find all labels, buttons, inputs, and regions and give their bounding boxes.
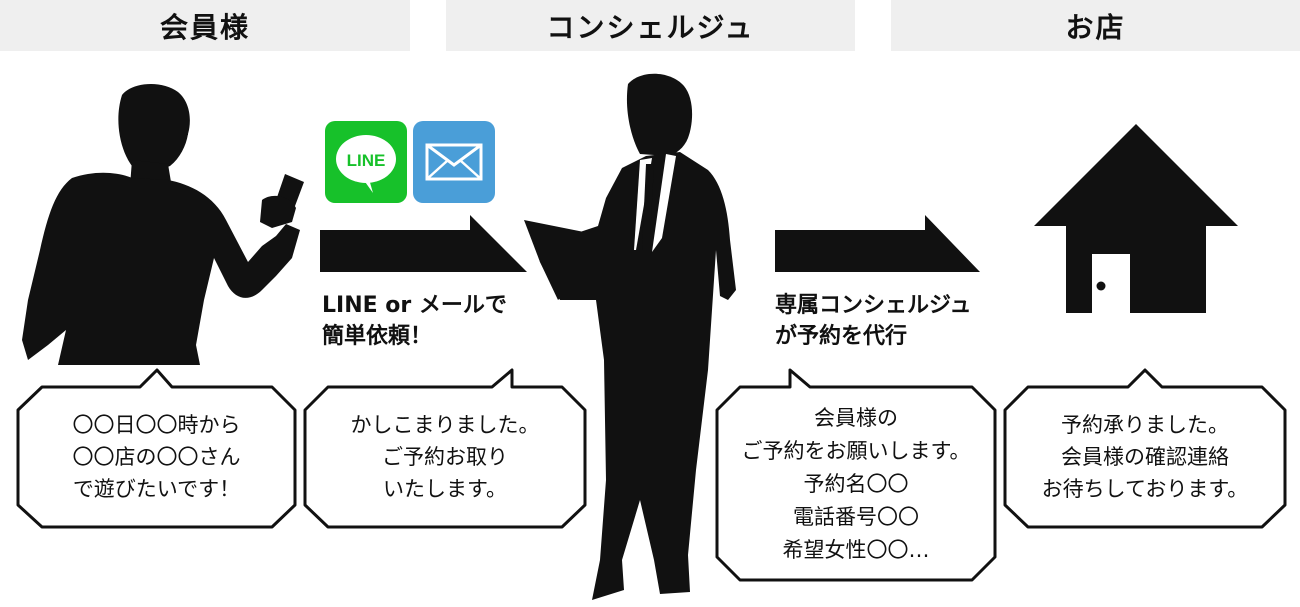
envelope-icon <box>425 143 483 181</box>
mail-envelope-icon <box>413 121 495 203</box>
arrow-member-to-concierge <box>320 215 527 272</box>
concierge-header: コンシェルジュ <box>446 0 855 51</box>
concierge-reply-text: かしこまりました。 ご予約お取り いたします。 <box>350 413 540 501</box>
member-bubble-text: 〇〇日〇〇時から 〇〇店の〇〇さん で遊びたいです！ <box>72 413 241 501</box>
member-silhouette <box>22 84 304 365</box>
house-icon <box>1034 124 1238 313</box>
concierge-silhouette <box>524 73 736 600</box>
line-logo-icon: LINE <box>336 135 396 193</box>
member-speech-bubble <box>16 368 297 529</box>
member-header: 会員様 <box>0 0 410 51</box>
shop-reply-bubble <box>1003 368 1287 529</box>
concierge-to-shop-bubble <box>715 368 997 582</box>
request-caption: LINE or メールで 簡単依頼！ <box>322 293 507 349</box>
concierge-to-shop-text: 会員様の ご予約をお願いします。 予約名〇〇 電話番号〇〇 希望女性〇〇… <box>741 406 971 562</box>
concierge-reply-bubble <box>303 368 587 529</box>
shop-reply-text: 予約承りました。 会員様の確認連絡 お待ちしております。 <box>1041 413 1249 501</box>
arrow-concierge-to-shop <box>775 215 980 272</box>
shop-header: お店 <box>891 0 1300 51</box>
line-icon-label: LINE <box>347 151 386 170</box>
proxy-caption: 専属コンシェルジュ が予約を代行 <box>775 293 972 349</box>
line-app-icon: LINE <box>325 121 407 203</box>
